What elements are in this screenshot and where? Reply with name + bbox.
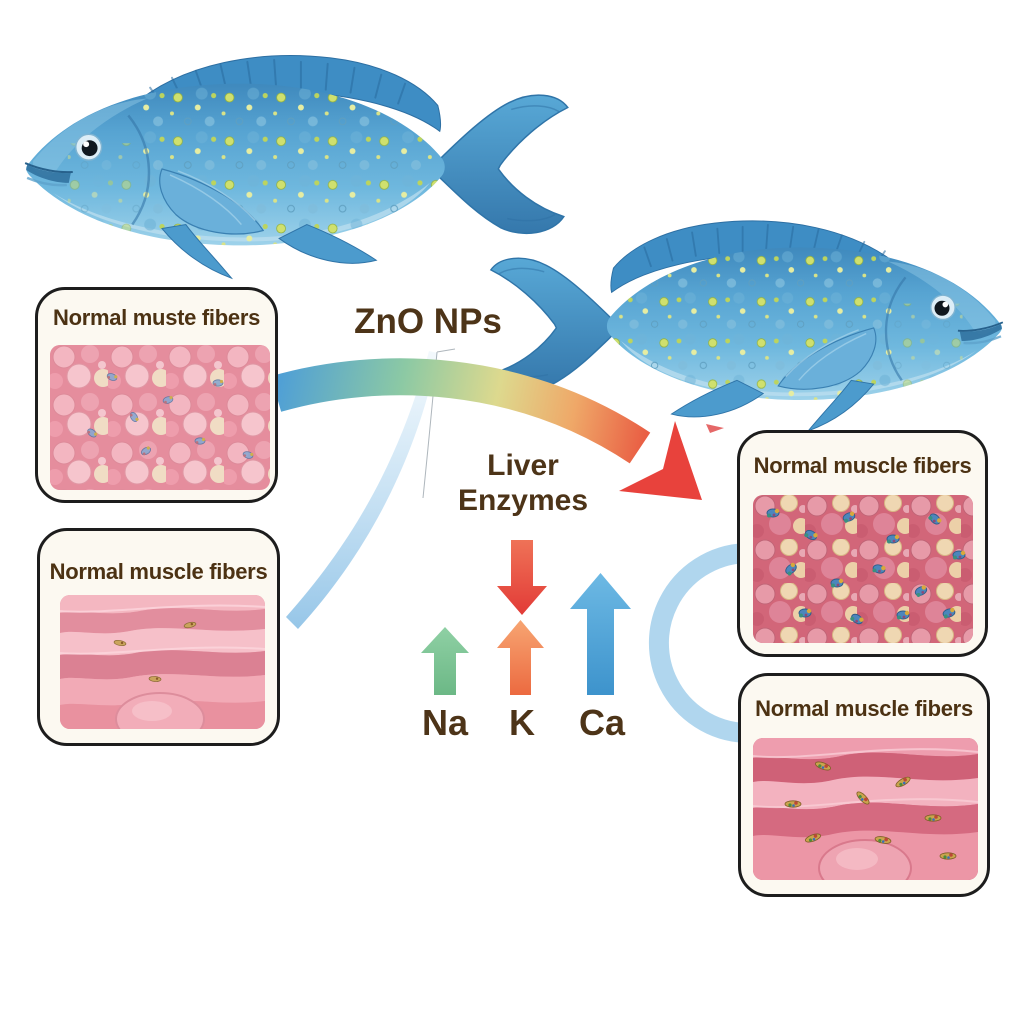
liver-enzymes-label: Liver Enzymes [443,449,603,518]
histology-image-longitudinal [60,595,265,729]
ca-label: Ca [578,702,626,743]
panel-title: Normal muscle fibers [755,696,973,721]
na-label: Na [421,702,469,743]
histology-image-longitudinal-specks [753,738,978,880]
panel-title: Normal muste fibers [52,305,261,330]
zno-exposure-arrow [270,358,702,500]
liver-enzymes-down-arrow [497,540,547,615]
liver-enzymes-line2: Enzymes [457,483,589,517]
na-up-arrow [421,627,469,695]
panel-normal-muscle-fibers-top-right: Normal muscle fibers [737,430,988,657]
k-label: K [509,702,535,743]
panel-title: Normal muscle fibers [49,559,268,584]
panel-normal-muscle-fibers-bottom-left: Normal muscle fibers [37,528,280,746]
liver-enzymes-line1: Liver [487,449,559,482]
right-panel-connector-arc [648,543,796,743]
zno-nps-label: ZnO NPs [354,302,502,341]
ca-up-arrow [570,573,631,695]
k-up-arrow [497,620,544,695]
panel-title: Normal muscle fibers [753,453,972,478]
histology-image-cross-section-specks [753,495,973,643]
panel-normal-muscle-fibers-bottom-right: Normal muscle fibers [738,673,990,897]
histology-image-cross-section [50,345,270,490]
red-speck [706,424,724,433]
panel-normal-muscle-fibers-top-left: Normal muste fibers [35,287,278,503]
